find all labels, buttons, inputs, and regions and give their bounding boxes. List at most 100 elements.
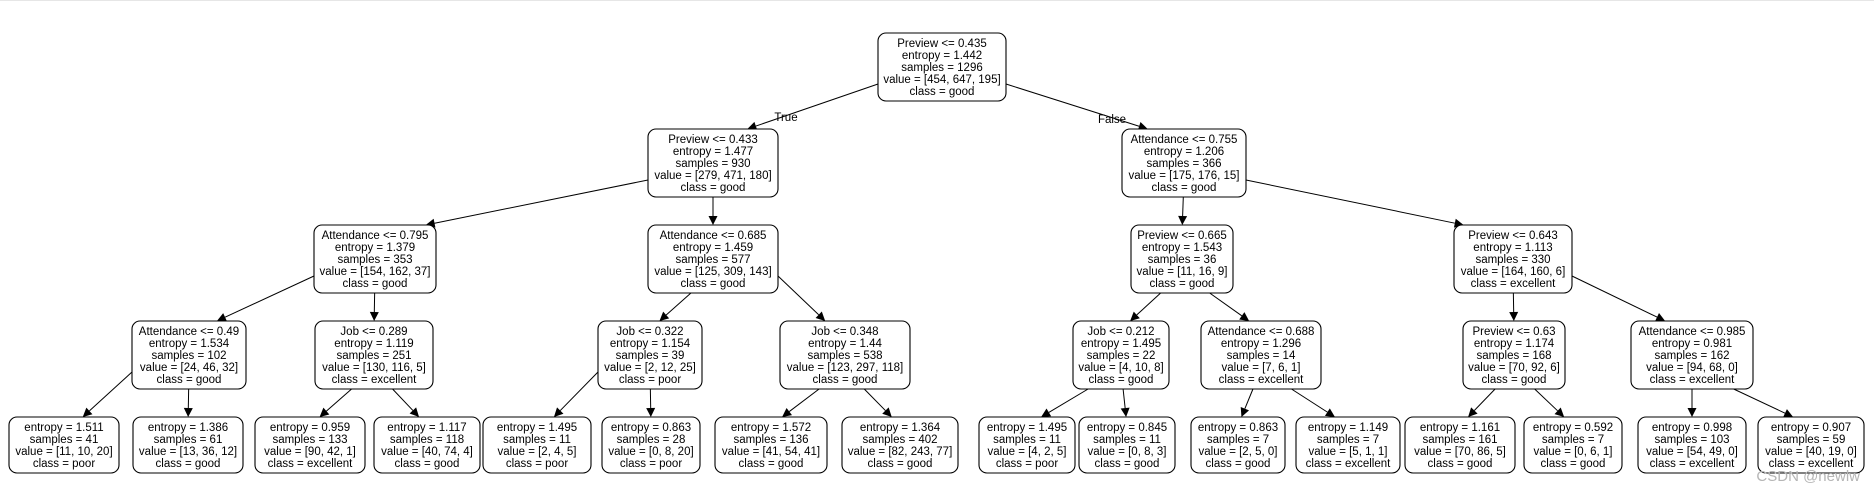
- node-line: entropy = 1.459: [673, 242, 753, 254]
- node-line: value = [13, 36, 12]: [139, 446, 237, 458]
- node-line: samples = 41: [30, 434, 99, 446]
- node-line: samples = 162: [1654, 350, 1729, 362]
- edge-n11-n23: [1048, 388, 1089, 413]
- edge-n4-n9: [665, 292, 692, 316]
- node-line: entropy = 1.495: [497, 422, 577, 434]
- node-line: value = [41, 54, 41]: [722, 446, 820, 458]
- node-line: Attendance <= 0.685: [660, 230, 767, 242]
- node-line: Attendance <= 0.985: [1639, 326, 1746, 338]
- node-box: [714, 416, 828, 474]
- arrowhead-n4: [708, 216, 718, 225]
- node-line: value = [40, 19, 0]: [1765, 446, 1857, 458]
- node-line: entropy = 0.907: [1771, 422, 1851, 434]
- node-line: entropy = 0.845: [1087, 422, 1167, 434]
- edge-n9-n19: [559, 371, 599, 411]
- node-line: samples = 161: [1422, 434, 1497, 446]
- node-line: entropy = 1.117: [387, 422, 466, 434]
- arrowhead-n11: [1130, 311, 1140, 321]
- node-line: class = excellent: [1306, 458, 1391, 470]
- node-line: class = poor: [996, 458, 1058, 470]
- edge-n8-n18: [392, 388, 414, 411]
- node-line: entropy = 0.863: [611, 422, 691, 434]
- node-line: class = good: [681, 278, 746, 290]
- node-line: samples = 102: [151, 350, 226, 362]
- node-line: samples = 353: [337, 254, 412, 266]
- node-line: value = [90, 42, 1]: [264, 446, 356, 458]
- node-line: entropy = 0.592: [1533, 422, 1613, 434]
- node-line: samples = 133: [272, 434, 347, 446]
- node-line: entropy = 1.44: [808, 338, 882, 350]
- arrowhead-n2: [1137, 121, 1148, 131]
- node-line: value = [40, 74, 4]: [381, 446, 473, 458]
- node-box: [482, 416, 592, 474]
- node-line: Job <= 0.348: [811, 326, 878, 338]
- edge-n5-n12: [1209, 292, 1243, 317]
- node-line: samples = 7: [1317, 434, 1379, 446]
- node-line: value = [94, 68, 0]: [1646, 362, 1738, 374]
- node-line: entropy = 1.495: [1081, 338, 1161, 350]
- node-line: entropy = 0.959: [270, 422, 350, 434]
- node-line: entropy = 1.386: [148, 422, 228, 434]
- node-line: entropy = 1.119: [334, 338, 413, 350]
- node-box: [1404, 416, 1516, 474]
- node-line: value = [2, 12, 25]: [604, 362, 696, 374]
- node-line: class = good: [681, 182, 746, 194]
- node-box: [779, 320, 911, 390]
- node-line: value = [123, 297, 118]: [787, 362, 903, 374]
- edge-n6-n14: [1571, 275, 1658, 318]
- node-line: samples = 251: [336, 350, 411, 362]
- node-line: class = poor: [33, 458, 95, 470]
- node-line: Preview <= 0.63: [1472, 326, 1555, 338]
- node-line: value = [5, 1, 1]: [1309, 446, 1388, 458]
- edge-n2-n5: [1182, 196, 1184, 217]
- arrowhead-n21: [782, 407, 792, 417]
- node-box: [601, 416, 701, 474]
- node-line: value = [454, 647, 195]: [883, 74, 1000, 86]
- node-line: value = [4, 2, 5]: [988, 446, 1067, 458]
- node-box: [1757, 416, 1865, 474]
- node-line: class = excellent: [1769, 458, 1854, 470]
- node-line: class = good: [813, 374, 878, 386]
- arrowhead-n9: [659, 311, 670, 321]
- node-line: value = [130, 116, 5]: [322, 362, 426, 374]
- node-line: samples = 1296: [901, 62, 983, 74]
- node-line: Attendance <= 0.795: [322, 230, 429, 242]
- node-line: samples = 930: [675, 158, 750, 170]
- node-line: entropy = 1.572: [731, 422, 811, 434]
- node-line: class = good: [1541, 458, 1606, 470]
- node-line: class = excellent: [1471, 278, 1556, 290]
- node-box: [877, 32, 1007, 102]
- arrowhead-n25: [1240, 406, 1250, 417]
- node-line: Job <= 0.289: [340, 326, 407, 338]
- node-line: class = good: [157, 374, 222, 386]
- arrowhead-n27: [1468, 407, 1478, 417]
- node-line: entropy = 1.364: [860, 422, 941, 434]
- arrowhead-n7: [216, 313, 227, 322]
- node-line: class = excellent: [332, 374, 417, 386]
- node-box: [1190, 416, 1286, 474]
- arrowhead-n18: [409, 407, 420, 417]
- edge-n11-n24: [1122, 388, 1126, 409]
- arrowhead-n29: [1687, 408, 1697, 417]
- node-line: value = [0, 8, 20]: [608, 446, 693, 458]
- node-line: samples = 538: [807, 350, 882, 362]
- node-line: entropy = 1.296: [1221, 338, 1301, 350]
- node-line: value = [54, 49, 0]: [1646, 446, 1738, 458]
